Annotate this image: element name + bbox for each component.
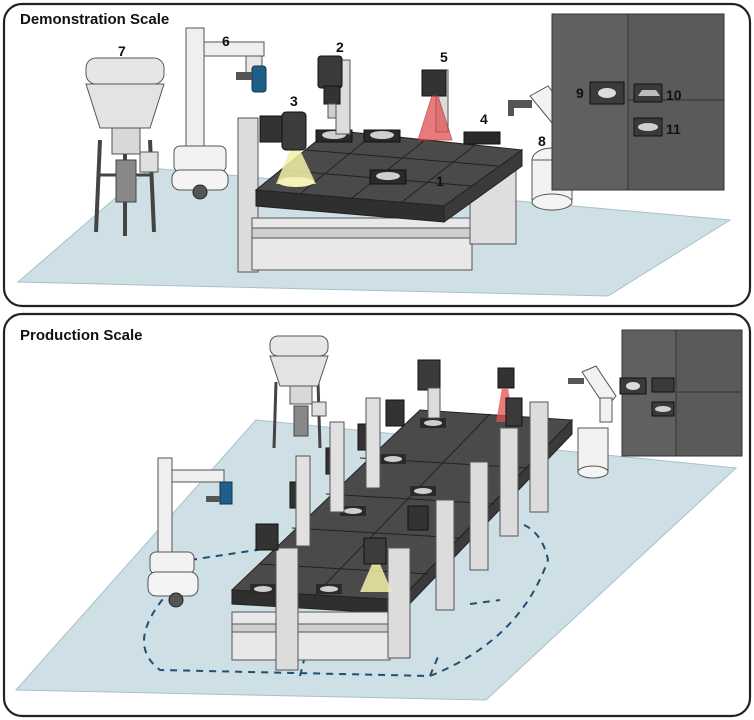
demonstration-panel-title: Demonstration Scale <box>20 11 169 28</box>
mobile-robotic-arm <box>147 457 233 608</box>
demonstration-panel: Demonstration Scale 7 6 <box>2 2 752 308</box>
label-11: 11 <box>666 121 681 137</box>
production-panel: Production Scale <box>2 312 752 718</box>
production-panel-title: Production Scale <box>20 327 143 344</box>
camera-pillars <box>255 359 549 671</box>
label-6: 6 <box>222 33 230 49</box>
label-8: 8 <box>538 133 546 149</box>
hopper-feeder-production <box>269 335 329 449</box>
light-camera-3 <box>259 111 316 187</box>
label-3: 3 <box>290 93 298 109</box>
label-1: 1 <box>436 173 444 189</box>
label-7: 7 <box>118 43 126 59</box>
robotic-arm-6 <box>171 27 267 200</box>
hopper-feeder-7 <box>85 57 165 236</box>
storage-cabinets <box>551 13 725 191</box>
laser-scanner-5 <box>417 69 453 141</box>
bench-table-1 <box>237 117 524 273</box>
label-9: 9 <box>576 85 584 101</box>
storage-cabinets-production <box>619 329 743 457</box>
robotic-arm-production <box>568 365 617 479</box>
gantry-camera-2 <box>317 55 351 135</box>
label-10: 10 <box>666 87 682 103</box>
label-4: 4 <box>480 111 488 127</box>
label-2: 2 <box>336 39 344 55</box>
label-5: 5 <box>440 49 448 65</box>
